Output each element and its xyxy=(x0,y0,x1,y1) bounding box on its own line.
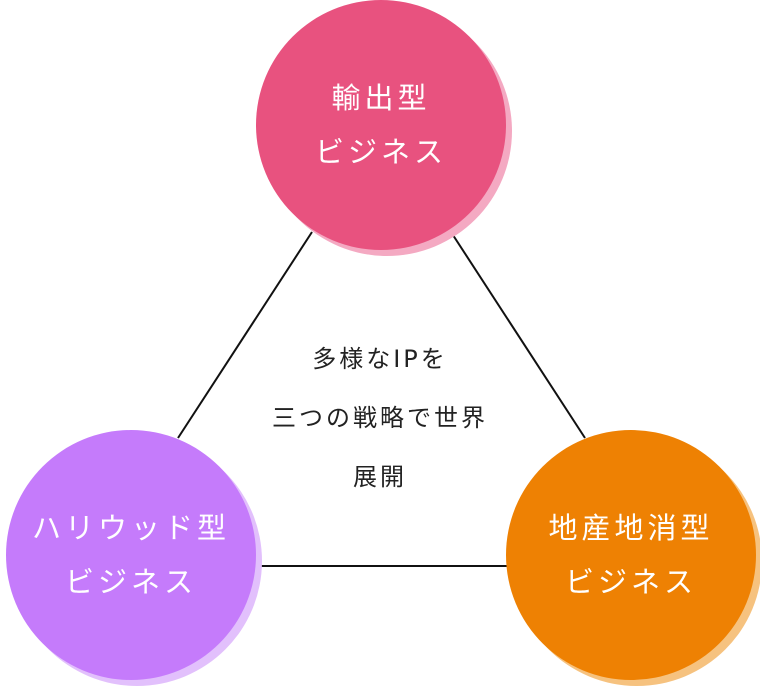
node-label-line1: 地産地消型 xyxy=(548,511,714,545)
center-caption-line2: 三つの戦略で世界 xyxy=(272,404,488,432)
connector-top-right xyxy=(450,231,586,439)
node-hollywood-business: ハリウッド型 ビジネス xyxy=(6,430,262,686)
node-label-line1: 輸出型 xyxy=(331,81,431,115)
center-caption-line3: 展開 xyxy=(353,463,407,491)
node-label-line1: ハリウッド型 xyxy=(31,511,230,545)
node-export-business: 輸出型 ビジネス xyxy=(256,0,512,256)
node-label-line2: ビジネス xyxy=(564,565,697,599)
circle: 輸出型 ビジネス xyxy=(256,0,506,250)
center-caption-line1: 多様なIPを xyxy=(312,345,448,373)
center-caption: 多様なIPを 三つの戦略で世界 展開 xyxy=(230,330,530,507)
node-local-business: 地産地消型 ビジネス xyxy=(506,430,760,686)
node-label-line2: ビジネス xyxy=(314,135,447,169)
node-label-line2: ビジネス xyxy=(64,565,197,599)
connector-top-left xyxy=(177,231,313,439)
circle: 地産地消型 ビジネス xyxy=(506,430,756,680)
circle: ハリウッド型 ビジネス xyxy=(6,430,256,680)
